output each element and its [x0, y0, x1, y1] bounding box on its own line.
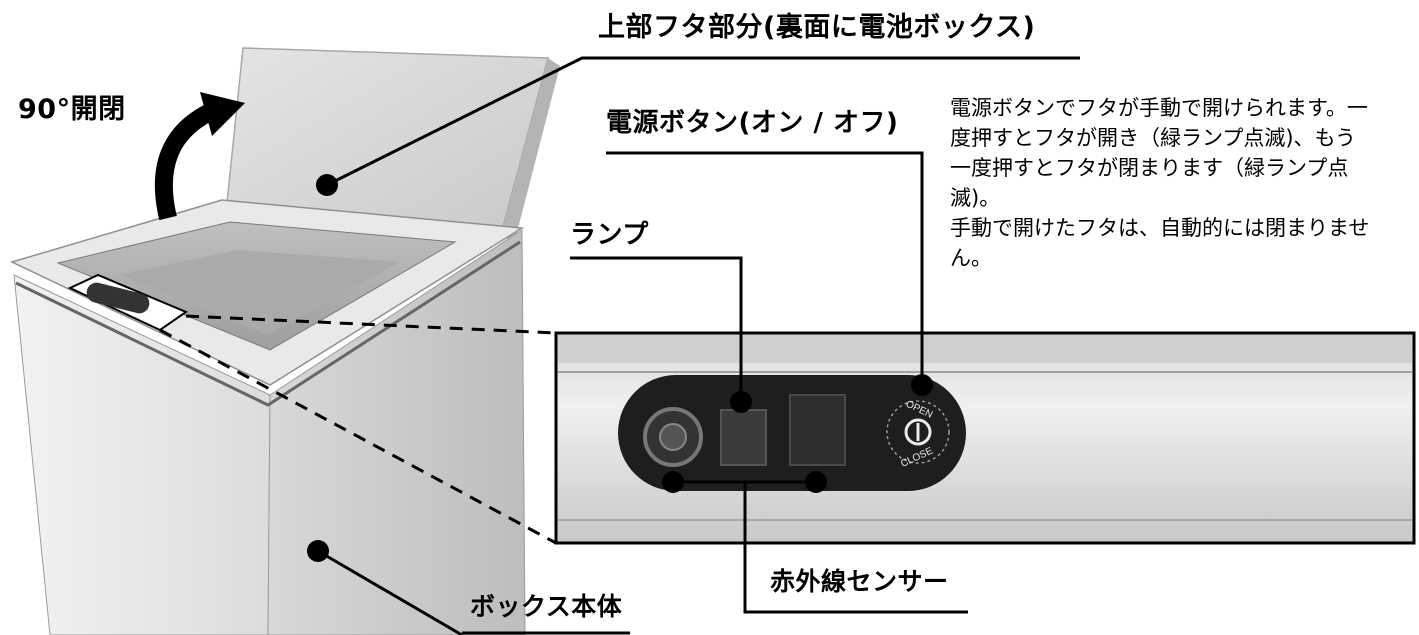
control-panel-small: [67, 273, 189, 332]
inner-floor: [120, 250, 400, 335]
label-power-button: 電源ボタン(オン / オフ): [606, 108, 899, 138]
sensor-window: [789, 394, 846, 466]
lid-edge: [500, 58, 560, 240]
description-paragraph-1: 電源ボタンでフタが手動で開けられます。一度押すとフタが開き（緑ランプ点滅)、もう…: [950, 96, 1368, 210]
description-paragraph-2: 手動で開けたフタは、自動的には閉まりません。: [950, 216, 1370, 270]
label-rotation: 90°開閉: [18, 94, 126, 125]
label-box-body: ボックス本体: [470, 592, 623, 621]
leader-lines: [317, 56, 1080, 635]
body-seam: [15, 240, 521, 407]
trash-box-photo: [9, 47, 560, 635]
description-text: 電源ボタンでフタが手動で開けられます。一度押すとフタが開き（緑ランプ点滅)、もう…: [950, 93, 1370, 273]
label-top-lid: 上部フタ部分(裏面に電池ボックス): [598, 12, 1036, 43]
zoom-projection-lines: [159, 314, 557, 545]
body-left-face: [13, 274, 271, 635]
control-panel-closeup: OPEN CLOSE: [554, 331, 1416, 545]
rotation-arrow-icon: [154, 92, 245, 221]
label-lamp: ランプ: [570, 220, 649, 250]
label-ir-sensor: 赤外線センサー: [770, 567, 949, 596]
body-right-face: [267, 229, 526, 635]
lamp-window: [720, 409, 767, 466]
leader-dots: [307, 174, 933, 562]
